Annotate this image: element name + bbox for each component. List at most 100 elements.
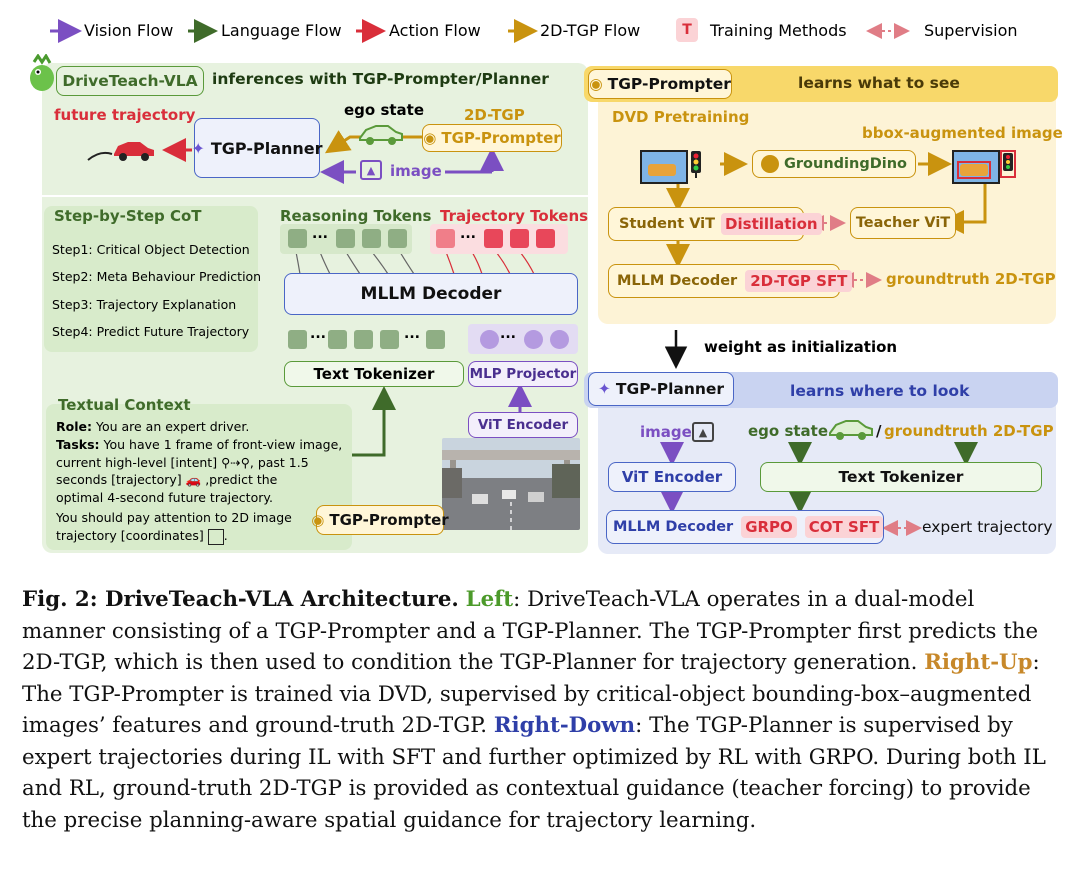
right-down-text-tokenizer-box: Text Tokenizer: [760, 462, 1042, 492]
right-down-groundtruth-tgp: groundtruth 2D-TGP: [884, 422, 1054, 440]
vision-token: [480, 330, 499, 349]
role-text: You are an expert driver.: [95, 419, 250, 434]
mlp-projector-box: MLP Projector: [468, 361, 578, 387]
grpo-badge: GRPO: [741, 516, 797, 538]
legend-action-label: Action Flow: [389, 21, 481, 40]
right-up-mllm-decoder-box: MLLM Decoder 2D-TGP SFT: [608, 264, 853, 298]
left-header-text: inferences with TGP-Prompter/Planner: [212, 70, 549, 88]
tgp-label: 2D-TGP: [464, 106, 525, 124]
tasks-line-6: trajectory [coordinates]: [56, 528, 204, 543]
right-down-header-label: TGP-Planner: [615, 380, 725, 398]
cot-step-3: Step3: Trajectory Explanation: [52, 297, 237, 312]
vision-token: [550, 330, 569, 349]
prompter-eye-icon: ◉: [423, 129, 437, 147]
right-up-header-label: TGP-Prompter: [607, 75, 731, 93]
groundingdino-label: GroundingDino: [783, 156, 907, 172]
cot-title: Step-by-Step CoT: [54, 207, 202, 225]
traffic-light-icon: [688, 150, 704, 178]
tasks-line-2: current high-level [intent]: [56, 455, 218, 470]
groundingdino-box: GroundingDino: [752, 150, 916, 178]
trajectory-token: [510, 229, 529, 248]
weight-init-label: weight as initialization: [704, 338, 898, 356]
textual-context-title: Textual Context: [58, 396, 191, 414]
architecture-figure: Vision Flow Language Flow Action Flow 2D…: [24, 18, 1063, 554]
slash-separator: /: [876, 422, 882, 440]
text-token-dots: ...: [404, 326, 420, 342]
right-down-vit-encoder-box: ViT Encoder: [608, 462, 736, 492]
caption-right-up-label: Right-Up: [924, 650, 1033, 675]
reasoning-dots: ...: [312, 226, 328, 242]
right-down-image-label: image: [640, 423, 692, 441]
caption-left-label: Left: [465, 587, 514, 612]
dino-mascot-icon: [24, 53, 60, 94]
mllm-decoder-box: MLLM Decoder: [284, 273, 578, 315]
text-token: [426, 330, 445, 349]
student-vit-label: Student ViT: [619, 216, 716, 232]
image-icon: ▲: [360, 160, 382, 180]
ego-car-icon: [356, 122, 406, 148]
red-car-icon: [110, 138, 156, 162]
vision-token-dots: ...: [500, 326, 516, 342]
tgp-sft-badge: 2D-TGP SFT: [745, 270, 853, 292]
text-token: [354, 330, 373, 349]
tasks-line-3: seconds [trajectory]: [56, 472, 182, 487]
tgp-prompter-box: ◉TGP-Prompter: [422, 124, 562, 152]
cot-panel: [44, 206, 258, 352]
text-tokenizer-box: Text Tokenizer: [284, 361, 464, 387]
tgp-planner-label: TGP-Planner: [210, 138, 323, 158]
cot-step-1: Step1: Critical Object Detection: [52, 242, 250, 257]
caption-fig-label: Fig. 2: DriveTeach-VLA Architecture.: [22, 587, 459, 612]
trajectory-car-icon: 🚗: [185, 472, 202, 487]
distillation-badge: Distillation: [721, 213, 822, 235]
caption-right-down-label: Right-Down: [493, 713, 636, 738]
bbox-image-thumb: [952, 150, 1000, 184]
cot-sft-badge: COT SFT: [804, 516, 884, 538]
caption-left-text: : DriveTeach-VLA operates in a dual-mode…: [22, 587, 1039, 675]
trajectory-token: [436, 229, 455, 248]
text-token: [288, 330, 307, 349]
legend-vision-label: Vision Flow: [84, 21, 174, 40]
role-label: Role:: [56, 419, 92, 434]
trajectory-tokens-label: Trajectory Tokens: [440, 207, 589, 225]
right-up-mllm-decoder-label: MLLM Decoder: [617, 273, 738, 289]
reasoning-token: [362, 229, 381, 248]
text-token-dots: ...: [310, 326, 326, 342]
legend-tgp-label: 2D-TGP Flow: [540, 21, 641, 40]
front-view-image: [442, 438, 580, 530]
tgp-prompter-label: TGP-Prompter: [441, 129, 561, 147]
left-header-name: DriveTeach-VLA: [56, 66, 204, 96]
bbox-traffic-light-icon: [1000, 150, 1016, 178]
tasks-line-6b: .: [223, 528, 228, 543]
cot-step-2: Step2: Meta Behaviour Prediction: [52, 269, 262, 284]
caption-right-up-text: : The TGP-Prompter is trained via DVD, s…: [22, 650, 1040, 738]
future-trajectory-label: future trajectory: [54, 106, 196, 124]
caption-right-down-text: : The TGP-Planner is supervised by exper…: [22, 713, 1046, 833]
trajectory-dots: ...: [460, 226, 476, 242]
vision-token: [524, 330, 543, 349]
figure-caption: Fig. 2: DriveTeach-VLA Architecture. Lef…: [22, 584, 1062, 836]
cot-step-4: Step4: Predict Future Trajectory: [52, 324, 250, 339]
trajectory-token: [536, 229, 555, 248]
right-down-header-text: learns where to look: [790, 382, 970, 400]
trajectory-token: [484, 229, 503, 248]
image-label: image: [390, 162, 442, 180]
right-down-ego-car-icon: [826, 418, 876, 442]
tgp-planner-box: ✦TGP-Planner: [191, 118, 323, 178]
tasks-line-1: You have 1 frame of front-view image,: [103, 437, 343, 452]
textual-context-panel: [46, 404, 352, 550]
right-down-mllm-decoder-box: MLLM Decoder GRPO COT SFT: [606, 510, 884, 544]
groundingdino-icon: [760, 155, 779, 173]
legend-training-icon: T: [676, 18, 698, 42]
dvd-pretraining-label: DVD Pretraining: [612, 108, 750, 126]
tasks-line-2b: , past 1.5: [249, 455, 309, 470]
right-up-panel: [598, 68, 1056, 324]
tasks-line-3b: ,predict the: [205, 472, 278, 487]
tasks-line-4: optimal 4-second future trajectory.: [56, 490, 273, 505]
legend-language-label: Language Flow: [221, 21, 342, 40]
reasoning-token: [288, 229, 307, 248]
right-up-header-text: learns what to see: [798, 74, 960, 92]
planner-star-icon: ✦: [191, 138, 205, 158]
bbox-image-label: bbox-augmented image: [862, 124, 1063, 142]
groundtruth-tgp-label: groundtruth 2D-TGP: [886, 270, 1056, 288]
bottom-tgp-prompter-box: ◉TGP-Prompter: [311, 505, 449, 535]
